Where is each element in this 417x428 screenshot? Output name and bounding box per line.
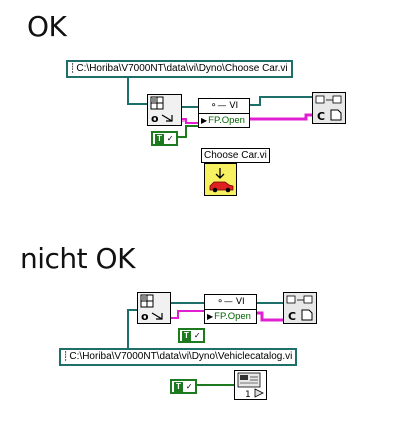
bool-constant-icon: ✓ — [166, 134, 174, 143]
invoke-class-label: VI — [229, 101, 239, 111]
subvi-choose-car[interactable] — [204, 163, 237, 196]
heading-not-ok: nicht OK — [20, 242, 135, 275]
bool-constant-label: T — [182, 330, 191, 341]
bool-constant-icon: ✓ — [185, 382, 193, 391]
close-reference-icon: C — [286, 295, 313, 323]
invoke-method[interactable]: ▶ FP.Open — [205, 310, 256, 322]
method-arrow-icon: ▶ — [201, 115, 208, 125]
path-constant-text: C:\Horiba\V7000NT\data\vi\Dyno\Choose Ca… — [76, 63, 288, 74]
invoke-node-ok[interactable]: ⚬— VI ▶ FP.Open — [198, 98, 250, 128]
notok-error-wire-2 — [257, 311, 283, 322]
method-arrow-icon: ▶ — [207, 311, 214, 321]
close-reference-node-ok[interactable]: C — [312, 92, 346, 124]
ok-ref-wire-2 — [250, 96, 312, 106]
ok-error-wire-3 — [250, 113, 312, 121]
close-reference-icon: C — [315, 95, 342, 123]
bool-constant-ok[interactable]: T ✓ — [151, 131, 178, 146]
path-icon: ┊ — [63, 352, 69, 362]
subvi-label-choose-car: Choose Car.vi — [201, 148, 270, 163]
invoke-method[interactable]: ▶ FP.Open — [199, 114, 249, 126]
ok-wires — [127, 76, 312, 138]
ok-bool-wire — [176, 125, 198, 138]
key-icon: ⚬— — [209, 101, 227, 111]
invoke-method-label: FP.Open — [208, 114, 245, 126]
bool-constant-label: T — [155, 133, 164, 144]
svg-text:o: o — [141, 310, 149, 323]
open-vi-reference-icon: o — [140, 294, 163, 323]
invoke-node-header: ⚬— VI — [205, 295, 256, 310]
subvi-vehiclecatalog[interactable]: 1 — [234, 370, 267, 400]
svg-text:o: o — [151, 112, 159, 125]
ok-path-wire — [127, 76, 147, 105]
path-constant-notok[interactable]: ┊ C:\Horiba\V7000NT\data\vi\Dyno\Vehicle… — [59, 348, 298, 366]
key-icon: ⚬— — [216, 297, 233, 307]
bool-constant-notok[interactable]: T ✓ — [178, 328, 205, 343]
bool-constant-label: T — [174, 381, 183, 392]
bool-constant-subvi[interactable]: T ✓ — [170, 379, 197, 394]
open-vi-reference-node[interactable]: o — [147, 94, 182, 126]
subvi-icon: 1 — [237, 372, 264, 400]
open-vi-reference-icon: o — [150, 96, 173, 125]
close-reference-node-notok[interactable]: C — [283, 292, 317, 324]
close-label: C — [317, 110, 325, 123]
invoke-method-label: FP.Open — [214, 310, 251, 322]
bool-constant-icon: ✓ — [193, 331, 201, 340]
invoke-node-notok[interactable]: ⚬— VI ▶ FP.Open — [204, 294, 257, 324]
subvi-number: 1 — [245, 390, 251, 399]
notok-error-wire-1 — [171, 310, 204, 319]
close-label: C — [288, 310, 296, 323]
path-icon: ┊ — [70, 64, 76, 74]
invoke-class-label: VI — [235, 297, 245, 307]
notok-path-wire — [127, 309, 137, 350]
invoke-node-header: ⚬— VI — [199, 99, 249, 114]
heading-ok: OK — [27, 10, 67, 43]
path-constant-text: C:\Horiba\V7000NT\data\vi\Dyno\Vehicleca… — [69, 351, 293, 362]
path-constant-ok[interactable]: ┊ C:\Horiba\V7000NT\data\vi\Dyno\Choose … — [66, 60, 293, 78]
car-icon — [209, 168, 234, 193]
open-vi-reference-node-notok[interactable]: o — [137, 292, 171, 324]
